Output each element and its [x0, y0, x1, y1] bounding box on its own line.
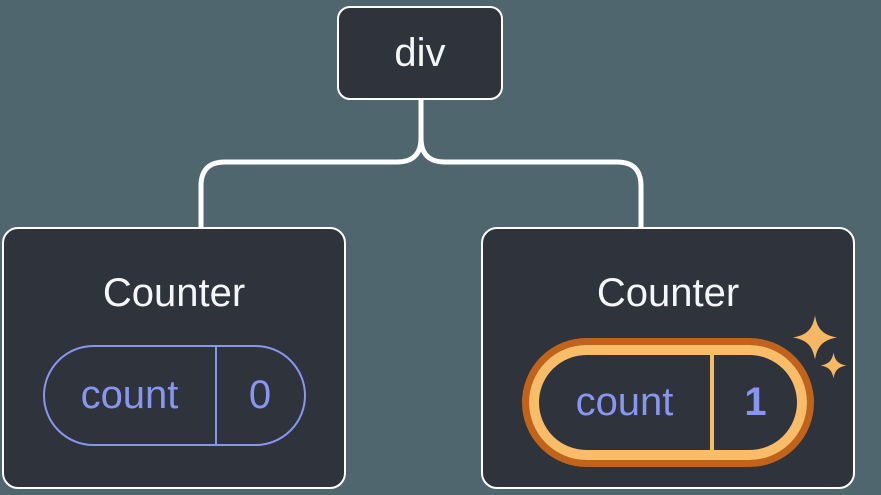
state-value: 0 [248, 373, 272, 417]
state-pill-count-1-highlight-ring: count 1 [522, 338, 814, 467]
counter-node-right: Counter count 1 [481, 227, 855, 489]
state-value: 1 [744, 380, 767, 424]
root-node-div: div [337, 6, 503, 100]
state-pill-count-0: count 0 [42, 345, 306, 446]
root-node-label: div [394, 30, 446, 75]
state-pill-count-1: count 1 [529, 345, 807, 460]
connector-left-branch [198, 100, 424, 227]
counter-node-left: Counter count 0 [2, 227, 346, 489]
connector-right-branch [418, 100, 644, 227]
counter-title: Counter [596, 271, 740, 315]
state-key: count [45, 347, 217, 444]
state-key: count [539, 355, 714, 450]
counter-title: Counter [102, 271, 246, 315]
